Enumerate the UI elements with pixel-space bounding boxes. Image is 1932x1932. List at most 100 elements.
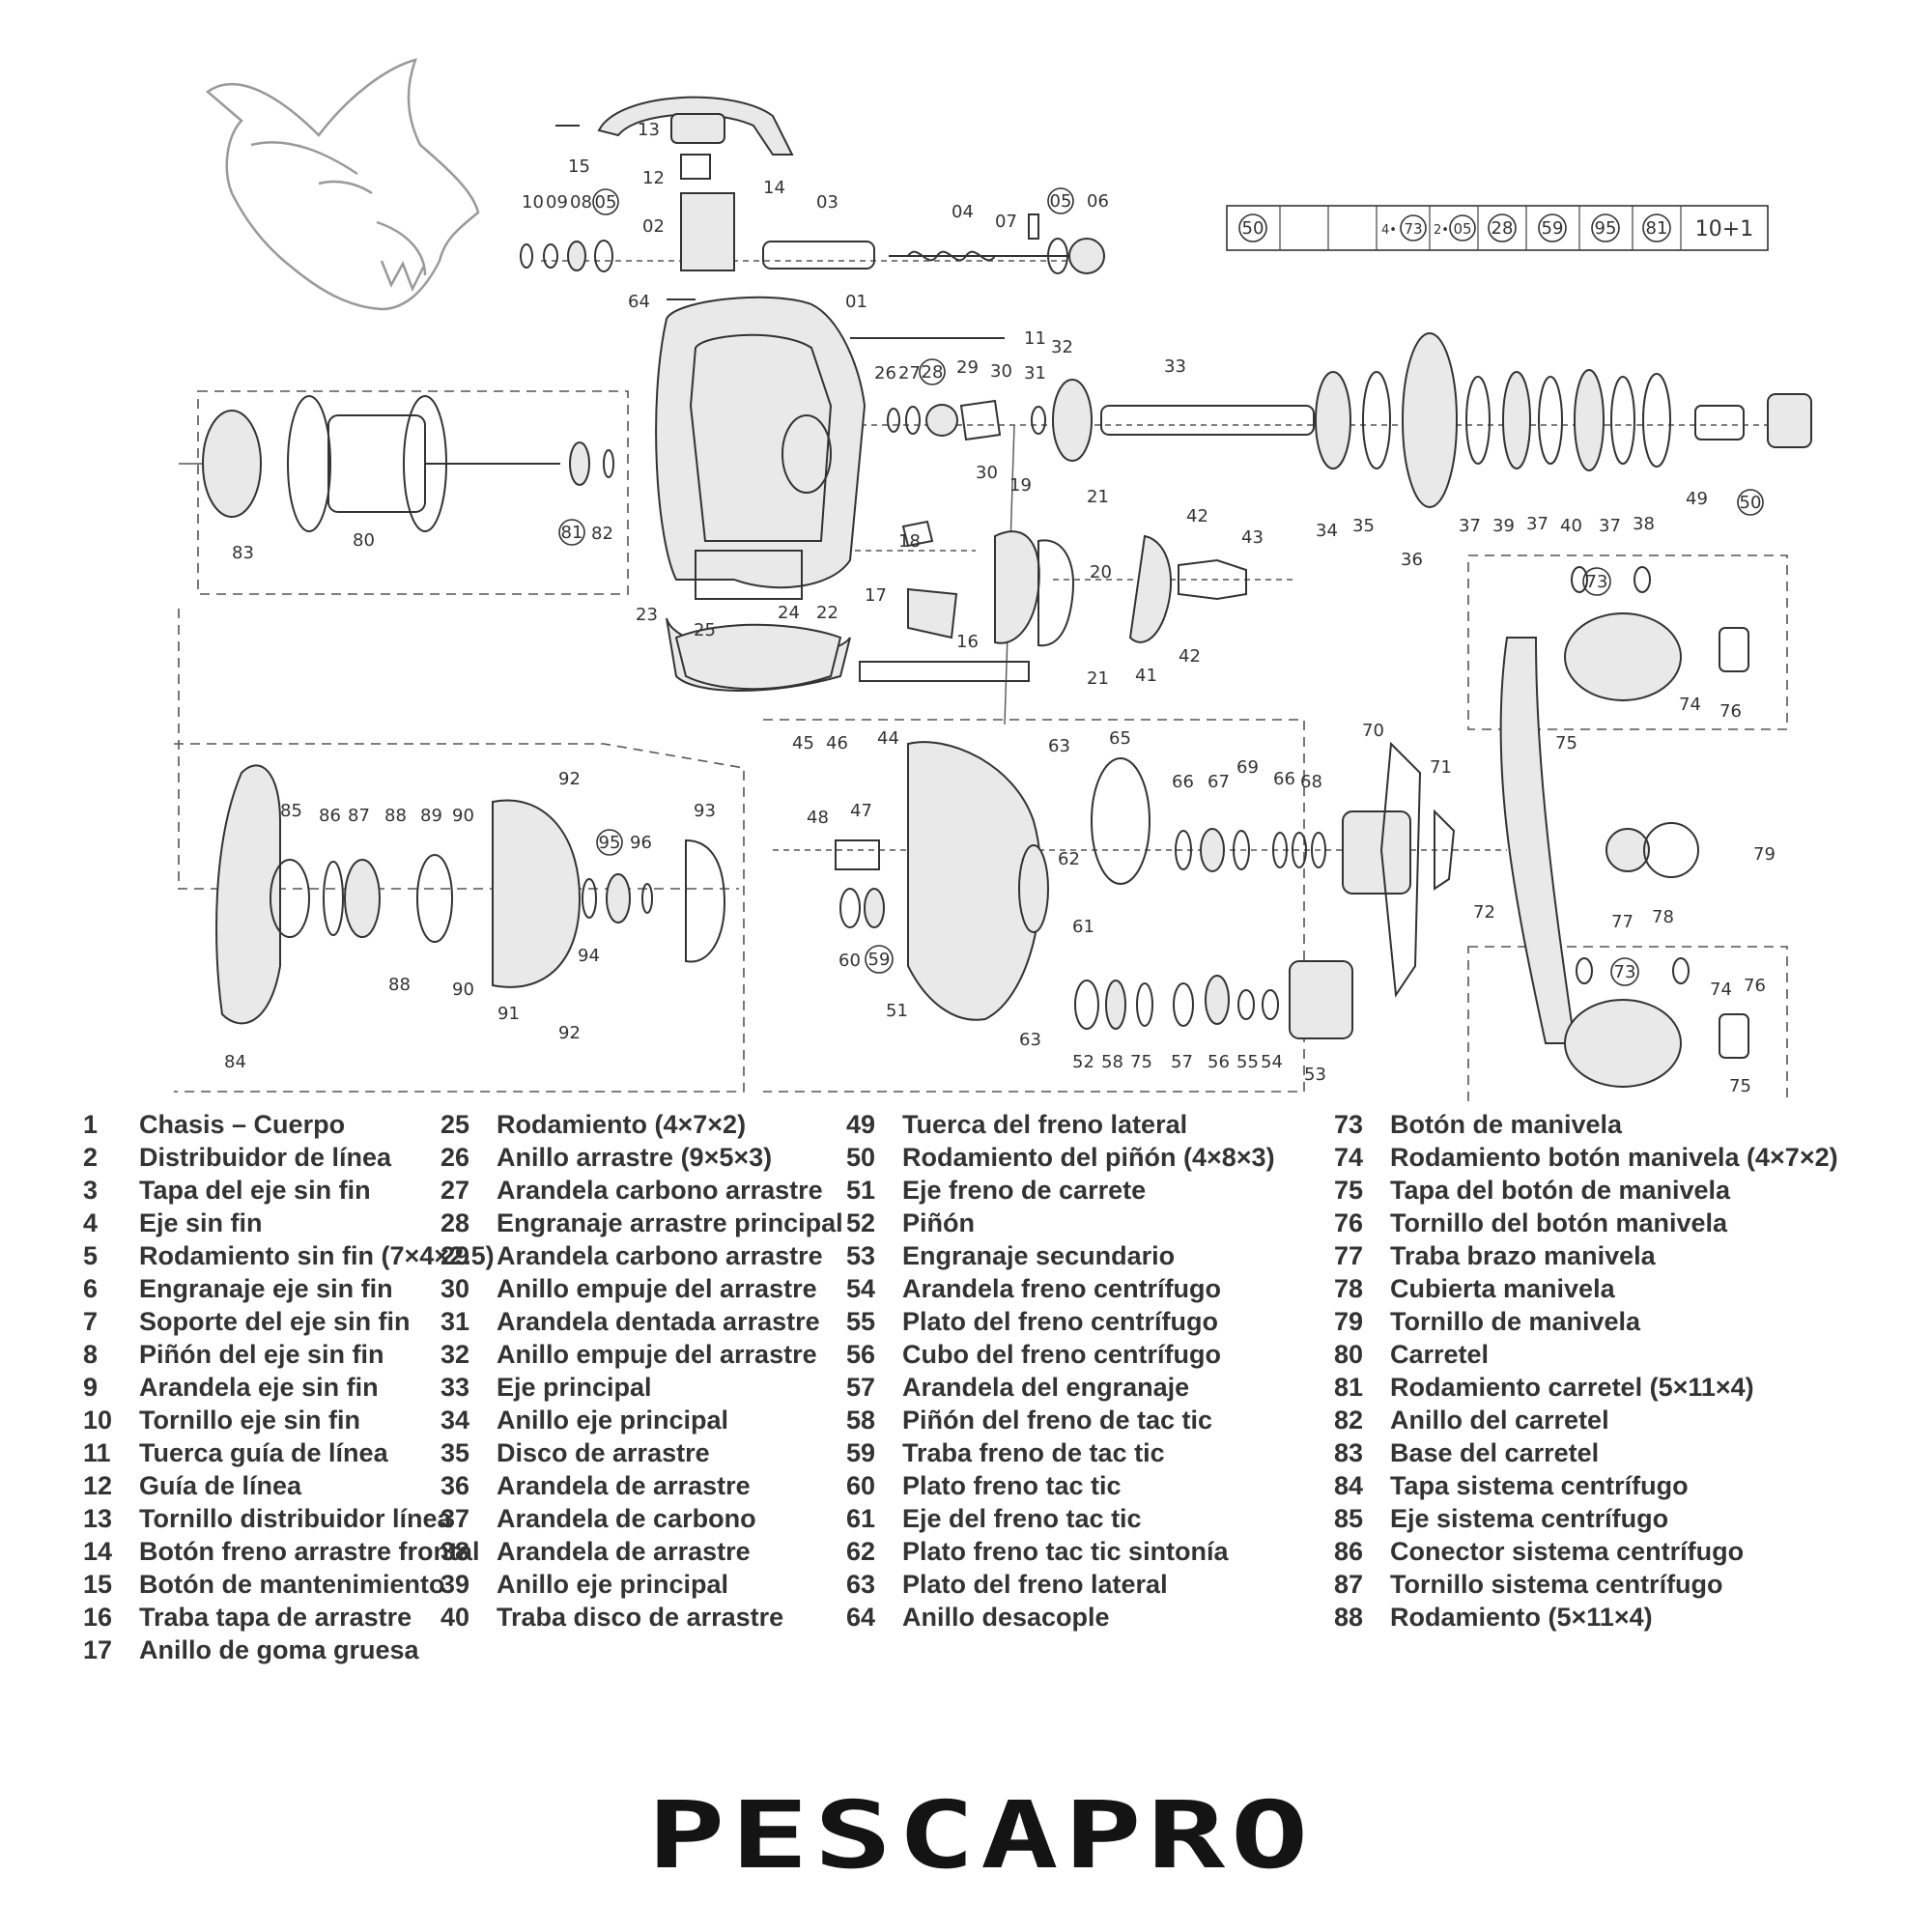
legend-number: 27 xyxy=(440,1176,470,1205)
callout-label: 07 xyxy=(995,212,1017,232)
callout-label: 58 xyxy=(1101,1052,1123,1072)
legend-number: 10 xyxy=(83,1406,113,1435)
legend-number: 14 xyxy=(83,1537,113,1566)
legend-text: Arandela carbono arrastre xyxy=(497,1241,823,1270)
legend-number: 2 xyxy=(83,1143,99,1172)
legend-item: 88 Rodamiento (5×11×4) xyxy=(1334,1601,1653,1634)
legend-number: 62 xyxy=(846,1537,876,1566)
legend-number: 76 xyxy=(1334,1208,1364,1237)
callout-label: 45 xyxy=(792,733,814,753)
kit-cell: 50 xyxy=(1242,218,1264,239)
callout-label: 63 xyxy=(1048,736,1070,756)
callout-label: 48 xyxy=(807,808,829,828)
callout-label: 79 xyxy=(1753,844,1776,865)
callout-label: 74 xyxy=(1710,980,1732,1000)
callout-label: 21 xyxy=(1087,487,1109,507)
callout-label: 27 xyxy=(898,363,921,384)
legend-text: Piñón del freno de tac tic xyxy=(902,1406,1213,1435)
kit-table: 50 4• 73 2• 05 28 59 95 81 10+1 xyxy=(1226,205,1769,251)
callout-label: 31 xyxy=(1024,363,1046,384)
legend-text: Rodamiento botón manivela (4×7×2) xyxy=(1390,1143,1838,1172)
line-guide-parts xyxy=(520,96,1105,339)
legend-number: 73 xyxy=(1334,1110,1364,1139)
legend-text: Arandela del engranaje xyxy=(902,1373,1190,1402)
pescapro-logo: PESCAPRO xyxy=(647,1792,1310,1879)
callout-label: 61 xyxy=(1072,917,1094,937)
callout-label: 73 xyxy=(1586,572,1608,592)
legend-text: Arandela dentada arrastre xyxy=(497,1307,820,1336)
callout-label: 81 xyxy=(561,523,583,543)
legend-number: 80 xyxy=(1334,1340,1364,1369)
callout-label: 50 xyxy=(1740,493,1762,513)
part-callouts: 15 13 12 14 02 10 09 08 05 03 04 07 05 0… xyxy=(224,120,1776,1096)
callout-label: 82 xyxy=(591,524,613,544)
callout-label: 76 xyxy=(1719,701,1742,722)
legend-number: 37 xyxy=(440,1504,470,1533)
legend-text: Tapa sistema centrífugo xyxy=(1390,1471,1689,1500)
callout-label: 49 xyxy=(1686,489,1708,509)
legend-number: 56 xyxy=(846,1340,876,1369)
legend-number: 77 xyxy=(1334,1241,1364,1270)
legend-text: Rodamiento (5×11×4) xyxy=(1390,1603,1653,1632)
callout-label: 69 xyxy=(1236,757,1259,778)
legend-item: 31 Arandela dentada arrastre xyxy=(440,1305,820,1338)
callout-label: 85 xyxy=(280,801,302,821)
legend-text: Tornillo del botón manivela xyxy=(1390,1208,1728,1237)
callout-label: 03 xyxy=(816,192,838,213)
legend-number: 11 xyxy=(83,1438,111,1467)
callout-label: 18 xyxy=(898,531,921,552)
legend-number: 31 xyxy=(440,1307,470,1336)
legend-text: Anillo eje principal xyxy=(497,1570,729,1599)
callout-label: 43 xyxy=(1241,527,1264,548)
callout-label: 95 xyxy=(599,833,621,853)
legend-text: Engranaje eje sin fin xyxy=(139,1274,393,1303)
legend-number: 50 xyxy=(846,1143,876,1172)
legend-text: Conector sistema centrífugo xyxy=(1390,1537,1745,1566)
callout-label: 39 xyxy=(1492,516,1515,536)
legend-item: 76 Tornillo del botón manivela xyxy=(1334,1207,1727,1239)
legend-text: Carretel xyxy=(1390,1340,1490,1369)
legend-text: Rodamiento sin fin (7×4×2.5) xyxy=(139,1241,495,1270)
callout-label: 75 xyxy=(1130,1052,1152,1072)
legend-number: 88 xyxy=(1334,1603,1364,1632)
callout-label: 23 xyxy=(636,605,658,625)
legend-text: Cubo del freno centrífugo xyxy=(902,1340,1221,1369)
legend-number: 79 xyxy=(1334,1307,1364,1336)
legend-number: 49 xyxy=(846,1110,876,1139)
legend-text: Traba freno de tac tic xyxy=(902,1438,1165,1467)
kit-cell: 95 xyxy=(1595,218,1617,239)
legend-text: Rodamiento carretel (5×11×4) xyxy=(1390,1373,1754,1402)
legend-text: Plato del freno centrífugo xyxy=(902,1307,1219,1336)
callout-label: 63 xyxy=(1019,1030,1041,1050)
kit-cell: 2• xyxy=(1434,223,1449,238)
callout-label: 90 xyxy=(452,980,474,1000)
callout-label: 89 xyxy=(420,806,442,826)
callout-label: 59 xyxy=(868,950,891,970)
callout-label: 55 xyxy=(1236,1052,1259,1072)
handle-parts xyxy=(1499,566,1749,1088)
legend-number: 28 xyxy=(440,1208,470,1237)
legend-number: 39 xyxy=(440,1570,470,1599)
callout-label: 28 xyxy=(922,362,944,383)
callout-label: 30 xyxy=(976,463,998,483)
callout-label: 29 xyxy=(956,357,979,378)
